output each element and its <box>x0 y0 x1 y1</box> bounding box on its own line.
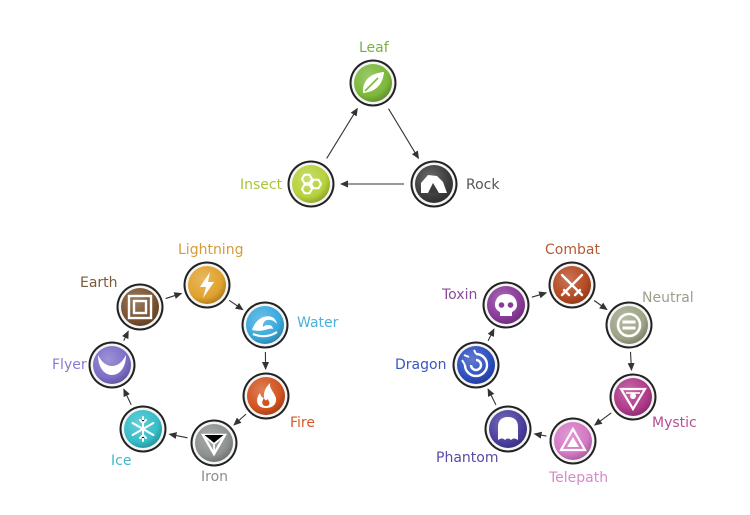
type-node-iron <box>188 417 240 469</box>
telepath-triangle-icon <box>549 417 597 465</box>
arrow-combat-to-neutral <box>593 300 608 311</box>
type-node-ice <box>117 403 169 455</box>
arrow-earth-to-lightning <box>165 292 183 300</box>
type-node-toxin <box>480 279 532 331</box>
type-node-fire <box>240 370 292 422</box>
arrow-lightning-to-water <box>228 299 244 311</box>
rock-icon <box>410 160 458 208</box>
arrow-telepath-to-phantom <box>533 431 547 439</box>
type-node-lightning <box>181 259 233 311</box>
type-label-mystic: Mystic <box>652 415 697 431</box>
type-label-lightning: Lightning <box>178 242 244 258</box>
dragon-swirl-icon <box>452 341 500 389</box>
type-node-telepath <box>547 415 599 467</box>
type-node-phantom <box>482 403 534 455</box>
type-label-water: Water <box>297 315 339 331</box>
type-node-earth <box>114 281 166 333</box>
arrow-flyer-to-earth <box>122 330 129 341</box>
wave-icon <box>241 301 289 349</box>
type-node-mystic <box>607 371 659 423</box>
type-label-insect: Insect <box>240 177 283 193</box>
type-label-flyer: Flyer <box>52 357 87 373</box>
arrow-ice-to-flyer <box>123 388 132 405</box>
arrow-insect-to-leaf <box>326 107 358 159</box>
arrow-leaf-to-rock <box>388 108 420 160</box>
type-node-dragon <box>450 339 502 391</box>
equals-icon <box>605 301 653 349</box>
honeycomb-icon <box>287 160 335 208</box>
iron-triangle-icon <box>190 419 238 467</box>
type-node-neutral <box>603 299 655 351</box>
type-label-phantom: Phantom <box>436 450 499 466</box>
type-label-combat: Combat <box>545 242 600 258</box>
type-node-flyer <box>86 339 138 391</box>
mystic-triangle-icon <box>609 373 657 421</box>
skull-icon <box>482 281 530 329</box>
type-node-rock <box>408 158 460 210</box>
type-node-leaf <box>347 57 399 109</box>
ghost-icon <box>484 405 532 453</box>
type-label-earth: Earth <box>80 275 118 291</box>
type-label-ice: Ice <box>111 453 132 469</box>
type-label-neutral: Neutral <box>642 290 694 306</box>
crossed-swords-icon <box>548 261 596 309</box>
arrow-mystic-to-telepath <box>593 412 612 426</box>
type-label-fire: Fire <box>290 415 315 431</box>
snowflake-icon <box>119 405 167 453</box>
arrow-toxin-to-combat <box>531 291 548 299</box>
type-label-telepath: Telepath <box>549 470 609 486</box>
square-icon <box>116 283 164 331</box>
type-node-water <box>239 299 291 351</box>
type-node-combat <box>546 259 598 311</box>
type-label-toxin: Toxin <box>442 287 478 303</box>
arrow-phantom-to-dragon <box>487 388 497 406</box>
lightning-bolt-icon <box>183 261 231 309</box>
type-label-rock: Rock <box>466 177 500 193</box>
flame-icon <box>242 372 290 420</box>
type-label-iron: Iron <box>201 469 229 485</box>
wings-icon <box>88 341 136 389</box>
type-label-dragon: Dragon <box>395 357 447 373</box>
leaf-icon <box>349 59 397 107</box>
arrow-iron-to-ice <box>168 432 188 440</box>
arrow-fire-to-iron <box>233 413 247 426</box>
type-label-leaf: Leaf <box>359 40 389 56</box>
arrow-neutral-to-mystic <box>627 351 635 372</box>
arrow-dragon-to-toxin <box>487 328 495 342</box>
type-node-insect <box>285 158 337 210</box>
